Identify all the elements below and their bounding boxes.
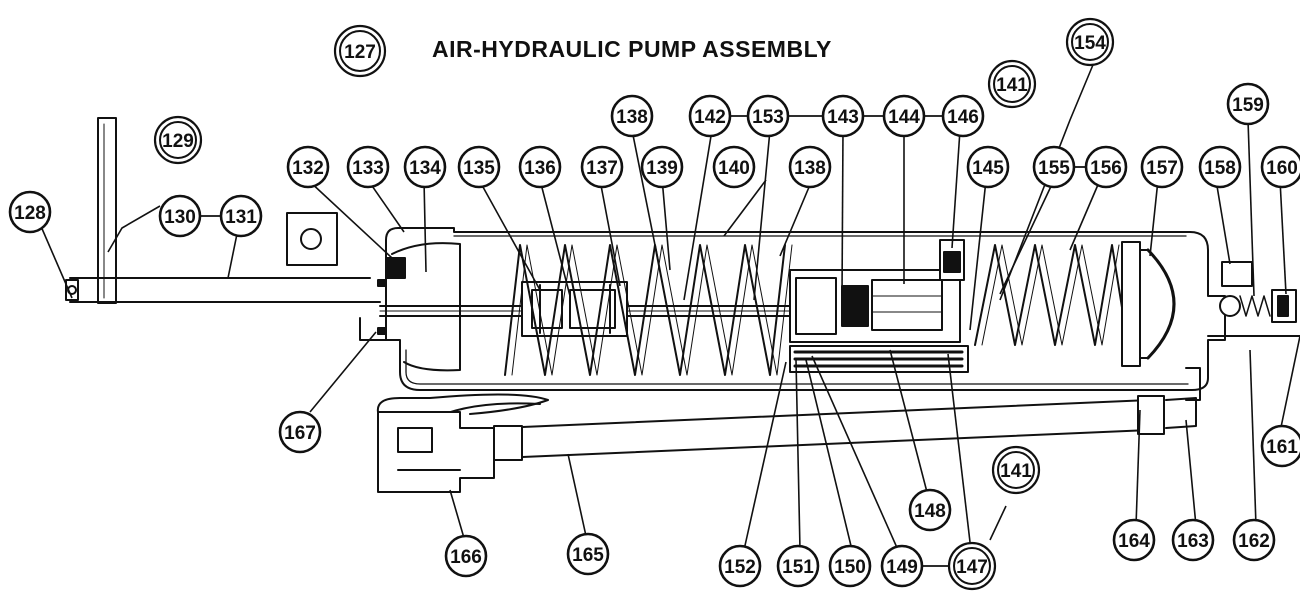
callout-c147: 147 bbox=[947, 541, 997, 591]
callout-number: 141 bbox=[1000, 461, 1032, 482]
callout-c149: 149 bbox=[880, 544, 924, 588]
callout-number: 138 bbox=[616, 107, 648, 128]
callout-number: 145 bbox=[972, 158, 1004, 179]
handle-bar bbox=[97, 117, 117, 304]
callout-number: 161 bbox=[1266, 437, 1298, 458]
check-valve bbox=[1207, 261, 1300, 337]
callout-c152: 152 bbox=[718, 544, 762, 588]
callout-c162: 162 bbox=[1232, 518, 1276, 562]
callout-c141a: 141 bbox=[987, 59, 1037, 109]
callout-number: 160 bbox=[1266, 158, 1298, 179]
callout-number: 162 bbox=[1238, 531, 1270, 552]
callout-number: 158 bbox=[1204, 158, 1236, 179]
callout-number: 151 bbox=[782, 557, 814, 578]
callout-c166: 166 bbox=[444, 534, 488, 578]
callout-c156: 156 bbox=[1084, 145, 1128, 189]
right-spring bbox=[974, 244, 1129, 346]
callout-number: 138 bbox=[794, 158, 826, 179]
callout-number: 143 bbox=[827, 107, 859, 128]
callout-number: 163 bbox=[1177, 531, 1209, 552]
callout-number: 129 bbox=[162, 131, 194, 152]
callout-c134: 134 bbox=[403, 145, 447, 189]
callout-number: 144 bbox=[888, 107, 920, 128]
callout-number: 166 bbox=[450, 547, 482, 568]
callout-c128: 128 bbox=[8, 190, 52, 234]
callout-number: 165 bbox=[572, 545, 604, 566]
callout-c158: 158 bbox=[1198, 145, 1242, 189]
callout-number: 135 bbox=[463, 158, 495, 179]
callout-c141b: 141 bbox=[991, 445, 1041, 495]
callout-number: 164 bbox=[1118, 531, 1150, 552]
callout-c155: 155 bbox=[1032, 145, 1076, 189]
callout-c161: 161 bbox=[1260, 424, 1300, 468]
callout-c144: 144 bbox=[882, 94, 926, 138]
callout-number: 142 bbox=[694, 107, 726, 128]
callout-number: 134 bbox=[409, 158, 441, 179]
callout-number: 149 bbox=[886, 557, 918, 578]
callout-c151: 151 bbox=[776, 544, 820, 588]
callout-c148: 148 bbox=[908, 488, 952, 532]
callout-c133: 133 bbox=[346, 145, 390, 189]
callout-c163: 163 bbox=[1171, 518, 1215, 562]
callout-c129: 129 bbox=[153, 115, 203, 165]
callout-c135: 135 bbox=[457, 145, 501, 189]
callout-number: 136 bbox=[524, 158, 556, 179]
callout-number: 147 bbox=[956, 557, 988, 578]
hand-valve bbox=[376, 393, 549, 493]
callout-number: 140 bbox=[718, 158, 750, 179]
callout-number: 167 bbox=[284, 423, 316, 444]
callout-number: 137 bbox=[586, 158, 618, 179]
callout-number: 133 bbox=[352, 158, 384, 179]
callout-number: 157 bbox=[1146, 158, 1178, 179]
diaphragm bbox=[1121, 241, 1176, 367]
callout-number: 155 bbox=[1038, 158, 1070, 179]
callout-c142: 142 bbox=[688, 94, 732, 138]
callout-assembly: 127 bbox=[333, 24, 387, 78]
callout-number: 152 bbox=[724, 557, 756, 578]
callout-c137: 137 bbox=[580, 145, 624, 189]
callout-c139: 139 bbox=[640, 145, 684, 189]
callout-c146: 146 bbox=[941, 94, 985, 138]
callout-c140: 140 bbox=[712, 145, 756, 189]
callout-c143: 143 bbox=[821, 94, 865, 138]
callout-number: 150 bbox=[834, 557, 866, 578]
callout-c164: 164 bbox=[1112, 518, 1156, 562]
valve-assembly bbox=[789, 239, 969, 373]
callout-c157: 157 bbox=[1140, 145, 1184, 189]
callout-c130: 130 bbox=[158, 194, 202, 238]
callout-c153a: 153 bbox=[746, 94, 790, 138]
callout-number: 130 bbox=[164, 207, 196, 228]
callout-number: 131 bbox=[225, 207, 257, 228]
leader-lines bbox=[39, 59, 1300, 551]
callout-c136: 136 bbox=[518, 145, 562, 189]
callout-c138a: 138 bbox=[610, 94, 654, 138]
hose-tube bbox=[429, 367, 1201, 461]
callout-c131: 131 bbox=[219, 194, 263, 238]
callout-c160: 160 bbox=[1260, 145, 1300, 189]
callout-c167: 167 bbox=[278, 410, 322, 454]
callout-number: 153 bbox=[752, 107, 784, 128]
callout-c150: 150 bbox=[828, 544, 872, 588]
callout-c145: 145 bbox=[966, 145, 1010, 189]
callout-number: 148 bbox=[914, 501, 946, 522]
callout-number: 156 bbox=[1090, 158, 1122, 179]
callout-c165: 165 bbox=[566, 532, 610, 576]
callout-number: 127 bbox=[344, 42, 376, 63]
callout-number: 139 bbox=[646, 158, 678, 179]
callout-number: 132 bbox=[292, 158, 324, 179]
mount-bracket bbox=[286, 212, 338, 266]
callout-c132: 132 bbox=[286, 145, 330, 189]
callout-number: 141 bbox=[996, 75, 1028, 96]
seal-block bbox=[377, 257, 406, 335]
callout-number: 128 bbox=[14, 203, 46, 224]
diagram-title: AIR-HYDRAULIC PUMP ASSEMBLY bbox=[432, 36, 832, 62]
callout-number: 159 bbox=[1232, 95, 1264, 116]
callout-c154: 154 bbox=[1065, 17, 1115, 67]
callout-number: 146 bbox=[947, 107, 979, 128]
callout-c159: 159 bbox=[1226, 82, 1270, 126]
callout-number: 154 bbox=[1074, 33, 1106, 54]
callout-c138b: 138 bbox=[788, 145, 832, 189]
